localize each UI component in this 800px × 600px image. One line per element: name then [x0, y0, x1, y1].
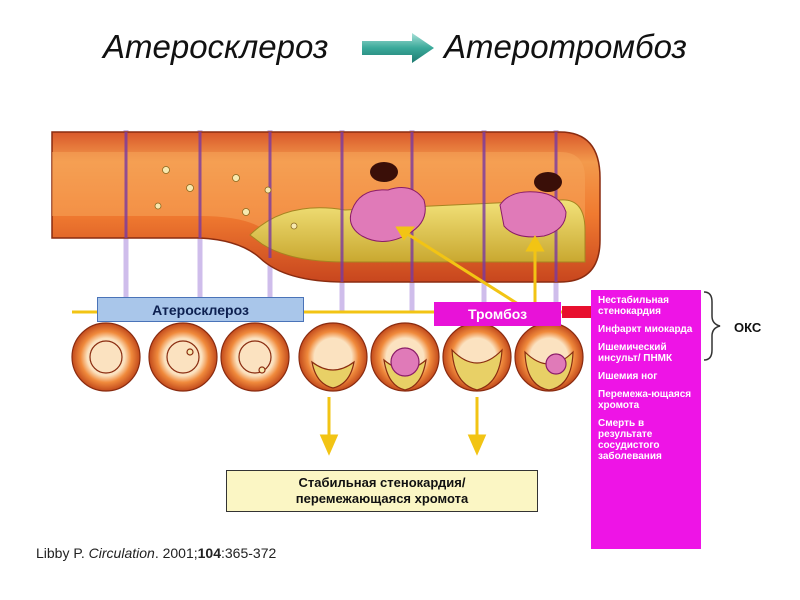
thrombosis-label: Тромбоз [434, 302, 561, 326]
blood-cells [154, 166, 298, 230]
outcome-vascular-death: Смерть в результате сосудистого заболева… [598, 418, 662, 462]
citation-author: Libby P. [36, 545, 89, 561]
outcomes-panel: Нестабильная стенокардия Инфаркт миокард… [591, 290, 701, 549]
outcome-ischemic-stroke: Ишемический инсульт/ ПНМК [598, 342, 673, 364]
outcome-intermittent-claudication: Перемежа-ющаяся хромота [598, 389, 692, 411]
progression-arrow-icon [362, 33, 434, 63]
stable-box-line2: перемежающаяся хромота [295, 491, 469, 506]
atherosclerosis-label: Атеросклероз [97, 297, 304, 322]
citation-journal: Circulation [88, 545, 155, 561]
oks-label: ОКС [734, 320, 762, 335]
oks-brace-icon [703, 291, 721, 361]
citation-year: . 2001; [154, 545, 198, 561]
outcome-leg-ischemia: Ишемия ног [598, 371, 658, 382]
stable-arrows [319, 397, 487, 456]
thrombosis-arrows [395, 226, 545, 306]
cross-sections [71, 322, 584, 392]
stable-angina-box: Стабильная стенокардия/ перемежающаяся х… [226, 470, 538, 512]
title-atherothrombosis: Атеротромбоз [444, 28, 687, 65]
citation-pages: :365-372 [221, 545, 277, 561]
citation: Libby P. Circulation. 2001;104:365-372 [36, 545, 276, 561]
stable-box-line1: Стабильная стенокардия/ [298, 475, 466, 490]
title-atherosclerosis: Атеросклероз [103, 28, 329, 65]
plaque [249, 199, 586, 263]
outcome-myocardial-infarction: Инфаркт миокарда [598, 324, 693, 335]
citation-volume: 104 [197, 545, 221, 561]
outcome-unstable-angina: Нестабильная стенокардия [598, 295, 669, 317]
